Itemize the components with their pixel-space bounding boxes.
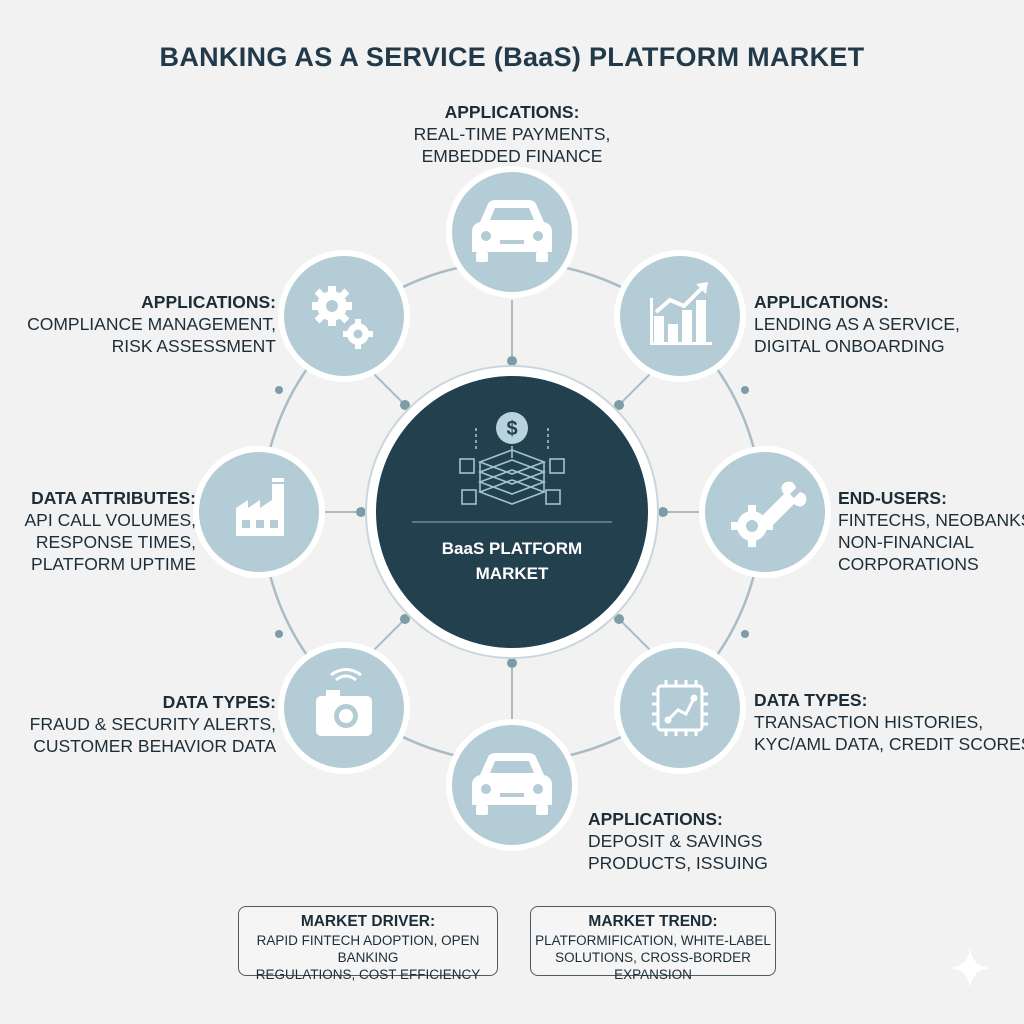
label-lower-left: DATA TYPES: FRAUD & SECURITY ALERTS, CUS…	[20, 691, 276, 757]
market-driver-line: RAPID FINTECH ADOPTION, OPEN BANKING	[256, 933, 480, 965]
label-line: EMBEDDED FINANCE	[421, 146, 603, 166]
node-upper-right	[614, 250, 746, 382]
label-line: CORPORATIONS	[838, 554, 979, 574]
label-upper-right: APPLICATIONS: LENDING AS A SERVICE, DIGI…	[754, 291, 960, 357]
label-heading: DATA TYPES:	[162, 692, 276, 712]
label-line: DIGITAL ONBOARDING	[754, 336, 945, 356]
node-bottom	[446, 719, 578, 851]
bar-chart-growth-icon	[650, 282, 712, 345]
gears-icon	[312, 286, 373, 349]
center-label-line2: MARKET	[475, 564, 549, 583]
label-line: PRODUCTS, ISSUING	[588, 853, 768, 873]
label-top: APPLICATIONS: REAL-TIME PAYMENTS, EMBEDD…	[362, 101, 662, 167]
page-title: BANKING AS A SERVICE (BaaS) PLATFORM MAR…	[159, 42, 865, 72]
label-line: RISK ASSESSMENT	[111, 336, 276, 356]
label-line: TRANSACTION HISTORIES,	[754, 712, 984, 732]
center-label: BaaS PLATFORM MARKET	[412, 536, 612, 586]
label-line: FINTECHS, NEOBANKS,	[838, 510, 1024, 530]
label-heading: END-USERS:	[838, 488, 947, 508]
label-line: NON-FINANCIAL	[838, 532, 975, 552]
svg-text:$: $	[506, 418, 517, 440]
node-top	[446, 166, 578, 298]
dollar-stack-icon: $	[459, 412, 565, 505]
label-line: LENDING AS A SERVICE,	[754, 314, 960, 334]
sparkle-icon	[950, 948, 990, 988]
camera-icon	[316, 668, 372, 736]
label-line: COMPLIANCE MANAGEMENT,	[27, 314, 276, 334]
label-heading: APPLICATIONS:	[141, 292, 276, 312]
label-heading: APPLICATIONS:	[444, 102, 580, 122]
label-heading: APPLICATIONS:	[588, 809, 723, 829]
node-right	[699, 446, 831, 578]
wrench-gear-icon	[731, 481, 807, 547]
label-heading: APPLICATIONS:	[754, 292, 889, 312]
label-line: FRAUD & SECURITY ALERTS,	[29, 714, 276, 734]
label-line: DEPOSIT & SAVINGS	[588, 831, 763, 851]
label-left: DATA ATTRIBUTES: API CALL VOLUMES, RESPO…	[20, 487, 197, 575]
label-lower-right: DATA TYPES: TRANSACTION HISTORIES, KYC/A…	[754, 689, 1024, 755]
market-trend-box: MARKET TREND: PLATFORMIFICATION, WHITE-L…	[530, 906, 776, 982]
market-trend-heading: MARKET TREND:	[588, 913, 718, 930]
car-icon	[472, 753, 552, 815]
factory-icon	[236, 478, 284, 536]
market-trend-line: PLATFORMIFICATION, WHITE-LABEL	[535, 933, 771, 948]
market-driver-line: REGULATIONS, COST EFFICIENCY	[255, 967, 481, 982]
label-heading: DATA ATTRIBUTES:	[31, 488, 196, 508]
central-hub: $	[365, 365, 659, 659]
node-lower-right	[614, 642, 746, 774]
node-left	[193, 446, 325, 578]
chip-icon	[652, 680, 708, 736]
label-line: CUSTOMER BEHAVIOR DATA	[33, 736, 276, 756]
label-line: API CALL VOLUMES,	[24, 510, 197, 530]
center-label-line1: BaaS PLATFORM	[441, 539, 583, 558]
label-line: REAL-TIME PAYMENTS,	[413, 124, 611, 144]
label-line: KYC/AML DATA, CREDIT SCORES	[754, 734, 1024, 754]
node-lower-left	[278, 642, 410, 774]
label-right: END-USERS: FINTECHS, NEOBANKS, NON-FINAN…	[838, 487, 1024, 575]
market-driver-heading: MARKET DRIVER:	[300, 913, 436, 930]
label-line: RESPONSE TIMES,	[35, 532, 196, 552]
label-bottom: APPLICATIONS: DEPOSIT & SAVINGS PRODUCTS…	[588, 808, 768, 874]
market-trend-line: SOLUTIONS, CROSS-BORDER EXPANSION	[555, 950, 751, 982]
market-driver-box: MARKET DRIVER: RAPID FINTECH ADOPTION, O…	[238, 906, 498, 982]
label-line: PLATFORM UPTIME	[31, 554, 196, 574]
car-icon	[472, 200, 552, 262]
label-heading: DATA TYPES:	[754, 690, 868, 710]
label-upper-left: APPLICATIONS: COMPLIANCE MANAGEMENT, RIS…	[20, 291, 276, 357]
node-upper-left	[278, 250, 410, 382]
